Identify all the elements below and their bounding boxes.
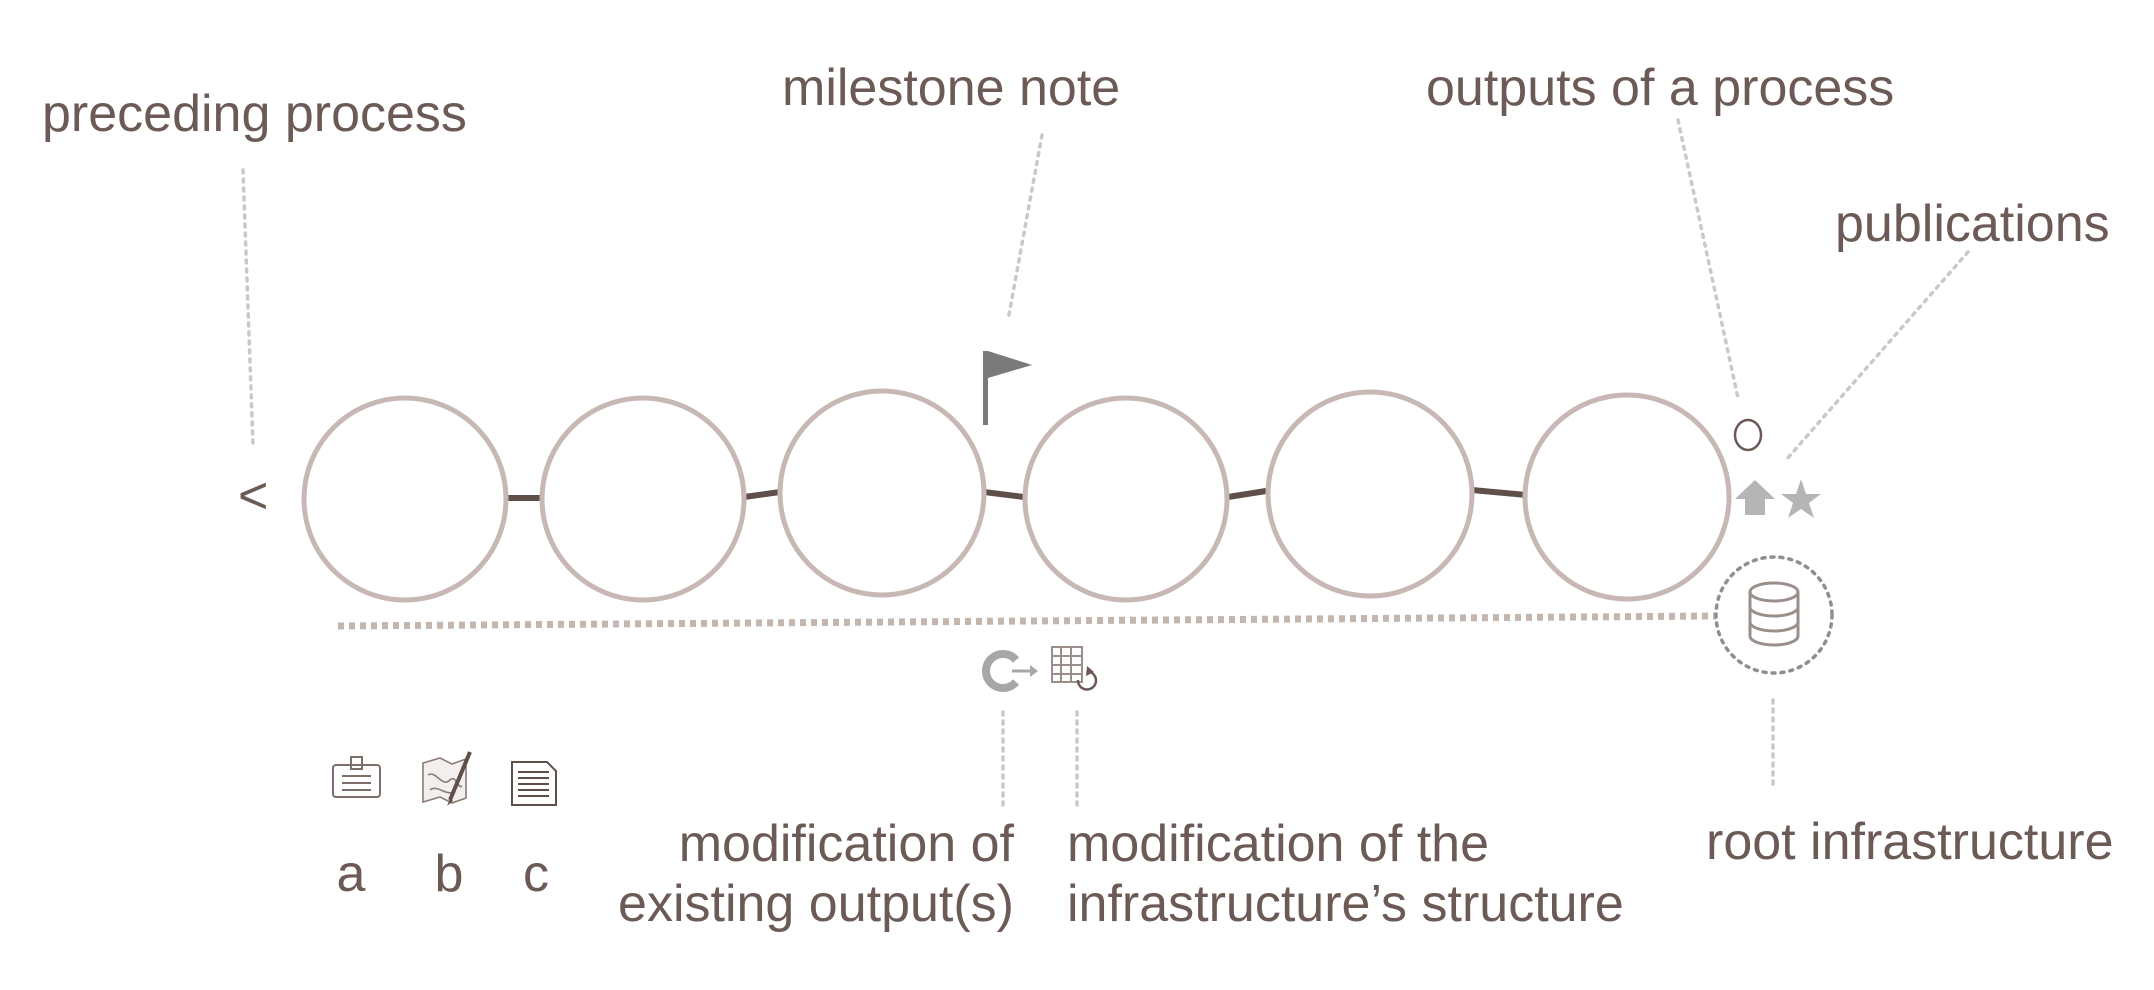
label-preceding-process: preceding process (42, 85, 467, 143)
label-modification-structure-line2: infrastructure’s structure (1067, 875, 1624, 933)
label-modification-existing-line2: existing output(s) (618, 875, 1014, 933)
leader-preceding-process (241, 168, 255, 447)
process-step-2 (539, 395, 747, 603)
map-edit-icon (422, 751, 472, 806)
root-infrastructure-boundary (1714, 555, 1834, 675)
upload-arrow-icon (1735, 480, 1775, 515)
label-modification-existing-line1: modification of (678, 815, 1014, 873)
label-modification-structure: modification of the infrastructure’s str… (1067, 814, 1624, 934)
label-publications: publications (1835, 195, 2110, 253)
legend-letter-a: a (336, 845, 366, 903)
process-step-3 (777, 388, 987, 598)
label-modification-structure-line1: modification of the (1067, 815, 1490, 873)
process-step-6 (1522, 392, 1732, 602)
preceding-process-chevron[interactable]: < (238, 467, 269, 525)
legend-letter-b: b (434, 845, 464, 903)
modify-structure-icon (1051, 646, 1098, 691)
label-milestone-note: milestone note (782, 59, 1121, 117)
publication-star-icon (1781, 479, 1821, 518)
process-step-5 (1265, 389, 1475, 599)
modify-output-icon (982, 650, 1038, 692)
label-modification-existing-output: modification of existing output(s) (560, 814, 1014, 934)
output-circle-icon (1733, 418, 1763, 452)
milestone-flag-icon (983, 351, 1032, 425)
process-steps (301, 388, 1732, 603)
infrastructure-timeline (337, 612, 1717, 630)
leader-outputs (1676, 118, 1740, 400)
database-icon (1748, 581, 1800, 647)
label-outputs-of-process: outputs of a process (1426, 59, 1895, 117)
leader-milestone-note (1006, 133, 1044, 322)
process-connectors (506, 487, 1527, 501)
label-root-infrastructure: root infrastructure (1706, 813, 2114, 871)
connector-5-6 (1471, 487, 1527, 498)
process-step-4 (1022, 395, 1230, 603)
connector-3-4 (983, 489, 1025, 500)
leader-lines (241, 118, 1970, 807)
leader-publications (1784, 250, 1970, 462)
connector-4-5 (1227, 488, 1267, 500)
document-icon (511, 761, 557, 806)
connector-2-3 (743, 489, 781, 500)
legend-letter-c: c (523, 845, 549, 903)
process-step-1 (301, 395, 509, 603)
badge-icon (332, 756, 381, 798)
